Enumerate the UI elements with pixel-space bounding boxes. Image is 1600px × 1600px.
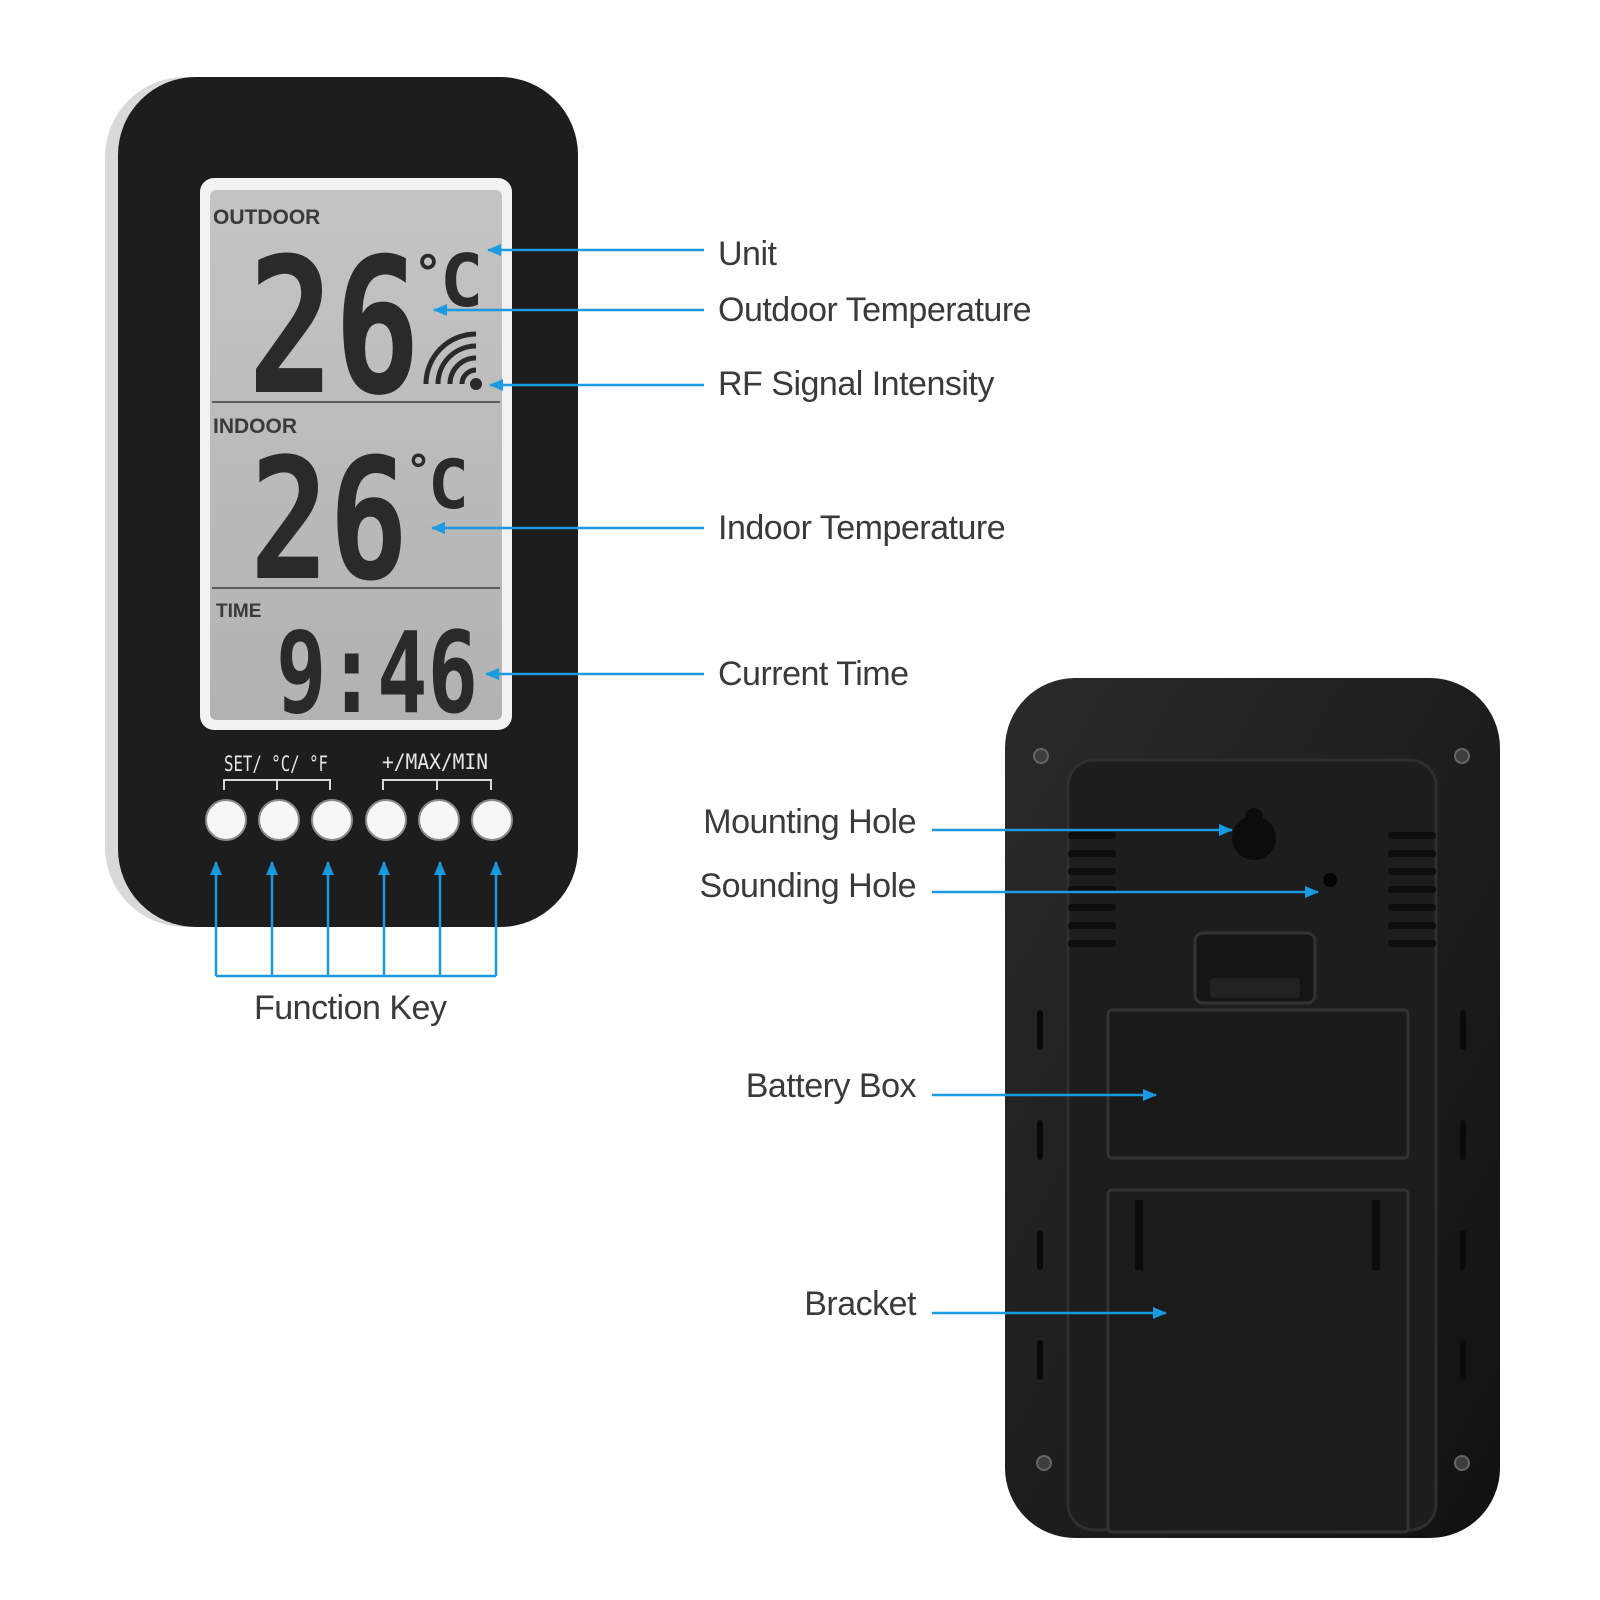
bracket-hinge-left <box>1135 1200 1143 1270</box>
sounding-hole-icon <box>1323 873 1337 887</box>
function-key-3[interactable] <box>311 799 353 841</box>
mounting-hole-icon <box>1232 808 1276 860</box>
callout-function-key: Function Key <box>254 989 447 1027</box>
callout-rf-signal: RF Signal Intensity <box>718 365 994 403</box>
callout-bracket: Bracket <box>804 1285 916 1323</box>
key-group-left-label: SET/ °C/ °F <box>224 752 328 776</box>
indoor-label: INDOOR <box>213 415 297 438</box>
key-group-right-label: +/MAX/MIN <box>382 750 488 774</box>
screw-icon <box>1454 748 1470 764</box>
screw-icon <box>1033 748 1049 764</box>
function-key-2[interactable] <box>258 799 300 841</box>
callout-battery-box: Battery Box <box>745 1067 917 1105</box>
function-key-6[interactable] <box>471 799 513 841</box>
function-key-5[interactable] <box>418 799 460 841</box>
latch-tab <box>1210 978 1300 998</box>
front-unit: OUTDOOR INDOOR TIME 26 ° C 26 ° C 9:46 S… <box>105 77 578 927</box>
callout-indoor-temperature: Indoor Temperature <box>718 509 1006 547</box>
outdoor-unit-degree: ° <box>416 246 440 302</box>
current-time-value: 9:46 <box>276 609 478 739</box>
indoor-unit-degree: ° <box>408 446 429 495</box>
battery-box[interactable] <box>1106 1008 1410 1160</box>
callout-outdoor-temperature: Outdoor Temperature <box>718 291 1032 329</box>
function-key-4[interactable] <box>365 799 407 841</box>
screw-icon <box>1454 1455 1470 1471</box>
bracket[interactable] <box>1106 1188 1410 1534</box>
screw-icon <box>1036 1455 1052 1471</box>
function-key-1[interactable] <box>205 799 247 841</box>
time-label: TIME <box>216 601 261 622</box>
callout-sounding-hole: Sounding Hole <box>699 867 916 905</box>
outdoor-label: OUTDOOR <box>213 206 320 229</box>
callout-unit: Unit <box>718 235 777 273</box>
key-bracket-left <box>223 779 331 790</box>
callout-arrows <box>210 244 1319 1319</box>
rf-signal-icon <box>423 331 482 390</box>
key-bracket-right <box>382 779 492 790</box>
vent-left <box>1068 832 1116 947</box>
indoor-unit-letter: C <box>428 446 469 525</box>
vent-right <box>1388 832 1436 947</box>
bracket-hinge-right <box>1372 1200 1380 1270</box>
callout-current-time: Current Time <box>718 655 909 693</box>
callout-mounting-hole: Mounting Hole <box>703 803 916 841</box>
back-unit <box>1005 678 1500 1538</box>
side-slots <box>1037 1010 1466 1380</box>
outdoor-temperature-value: 26 <box>248 218 420 437</box>
indoor-temperature-value: 26 <box>250 422 408 618</box>
